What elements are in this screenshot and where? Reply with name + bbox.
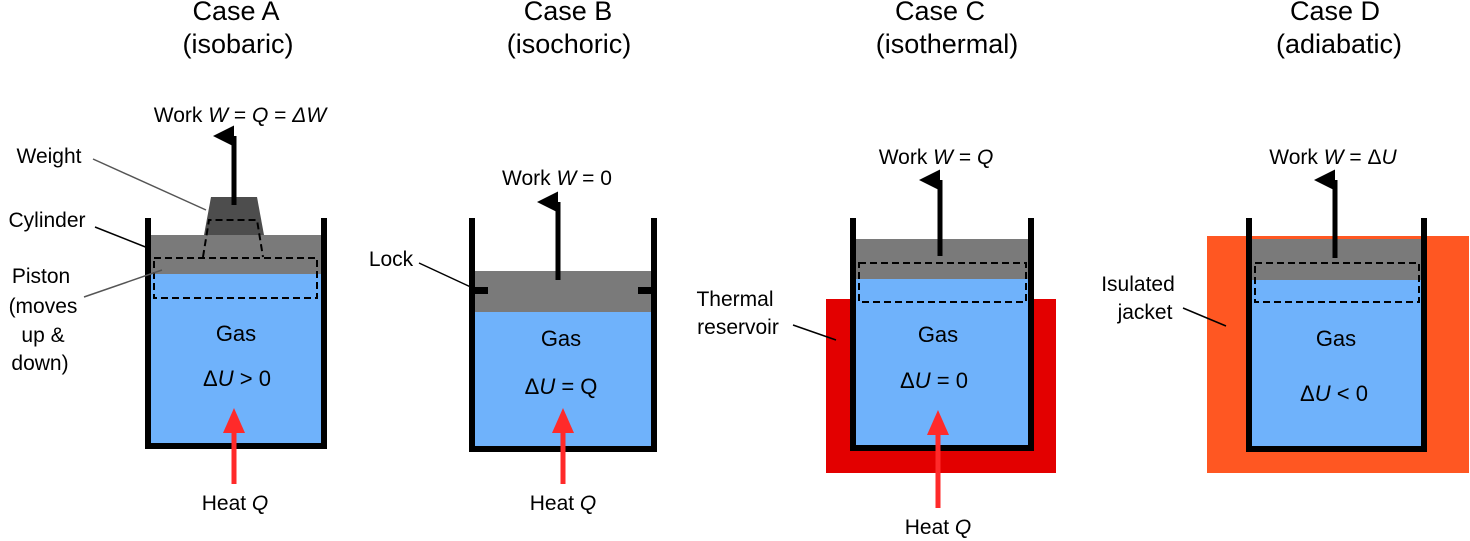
- case-b-heat-arrow-head: [552, 408, 574, 433]
- case-b-lock-label: Lock: [369, 248, 414, 271]
- case-d-cylinder: [1246, 218, 1427, 452]
- case-c-energy-label: ΔU = 0: [900, 368, 968, 393]
- case-c-gas: [856, 279, 1028, 447]
- case-a-weight-label: Weight: [17, 145, 82, 168]
- case-a-piston-label-1: Piston: [12, 265, 70, 288]
- case-a-piston-label-4: down): [11, 352, 68, 375]
- case-a-piston-label-2: (moves: [9, 295, 78, 318]
- case-a-weight-dashed-outline: [202, 219, 264, 258]
- case-c-piston-dashed-position: [858, 262, 1027, 303]
- case-b-lock-left: [475, 287, 488, 294]
- case-b-lock-leader: [418, 262, 476, 290]
- case-a-weight: [204, 197, 264, 235]
- case-d-jacket-label-2: jacket: [1117, 301, 1173, 324]
- case-c-reservoir-label-1: Thermal: [696, 288, 773, 311]
- case-a-cylinder-label: Cylinder: [8, 209, 85, 232]
- case-a-energy-label: ΔU > 0: [203, 366, 271, 391]
- case-b-energy-label: ΔU = Q: [525, 374, 598, 399]
- case-b-heat-label: Heat Q: [530, 492, 597, 515]
- case-a-heat-label: Heat Q: [202, 492, 269, 515]
- case-c-heat-label: Heat Q: [905, 516, 972, 539]
- case-a-work-label: Work W = Q = ΔW: [154, 104, 329, 127]
- case-c: Case C (isothermal) Work W = Q Thermal r…: [696, 0, 1056, 539]
- case-d: Case D (adiabatic) Work W = ΔU Isulated …: [1101, 0, 1469, 473]
- case-a-piston: [151, 235, 321, 274]
- case-d-jacket-leader: [1182, 307, 1227, 327]
- case-b-lock-right: [638, 287, 651, 294]
- case-d-title: Case D: [1290, 0, 1380, 26]
- case-c-reservoir-label-2: reservoir: [697, 316, 779, 339]
- case-d-subtitle: (adiabatic): [1276, 29, 1402, 59]
- case-b-work-label: Work W = 0: [502, 167, 612, 190]
- case-c-heat-arrow-head: [927, 410, 949, 435]
- case-c-gas-label: Gas: [918, 322, 958, 347]
- case-a: Case A (isobaric) Work W = Q = ΔW Weight…: [8, 0, 328, 515]
- case-a-cylinder-leader: [94, 226, 149, 249]
- case-a-heat-arrow-head: [223, 408, 245, 433]
- case-b-subtitle: (isochoric): [507, 29, 632, 59]
- case-b-piston: [475, 271, 651, 312]
- case-d-gas: [1252, 280, 1421, 448]
- case-b-gas-label: Gas: [541, 326, 581, 351]
- case-d-energy-label: ΔU < 0: [1300, 381, 1368, 406]
- case-d-jacket-label-1: Isulated: [1101, 273, 1175, 296]
- case-b-title: Case B: [524, 0, 613, 26]
- case-a-subtitle: (isobaric): [182, 29, 293, 59]
- case-c-work-label: Work W = Q: [879, 146, 994, 169]
- case-c-cylinder: [850, 218, 1034, 451]
- case-a-title: Case A: [192, 0, 279, 26]
- case-d-piston-dashed-position: [1254, 262, 1420, 303]
- case-a-weight-leader: [92, 158, 207, 211]
- case-d-gas-label: Gas: [1316, 326, 1356, 351]
- case-b: Case B (isochoric) Work W = 0 Lock Gas Δ…: [369, 0, 657, 515]
- case-d-work-label: Work W = ΔU: [1269, 146, 1397, 169]
- case-c-subtitle: (isothermal): [876, 29, 1019, 59]
- case-c-reservoir-leader: [792, 324, 837, 341]
- case-a-piston-label-3: up &: [21, 324, 64, 347]
- case-c-title: Case C: [895, 0, 985, 26]
- case-a-piston-dashed-position: [153, 257, 318, 299]
- case-a-piston-leader: [83, 269, 163, 298]
- case-a-gas-label: Gas: [216, 321, 256, 346]
